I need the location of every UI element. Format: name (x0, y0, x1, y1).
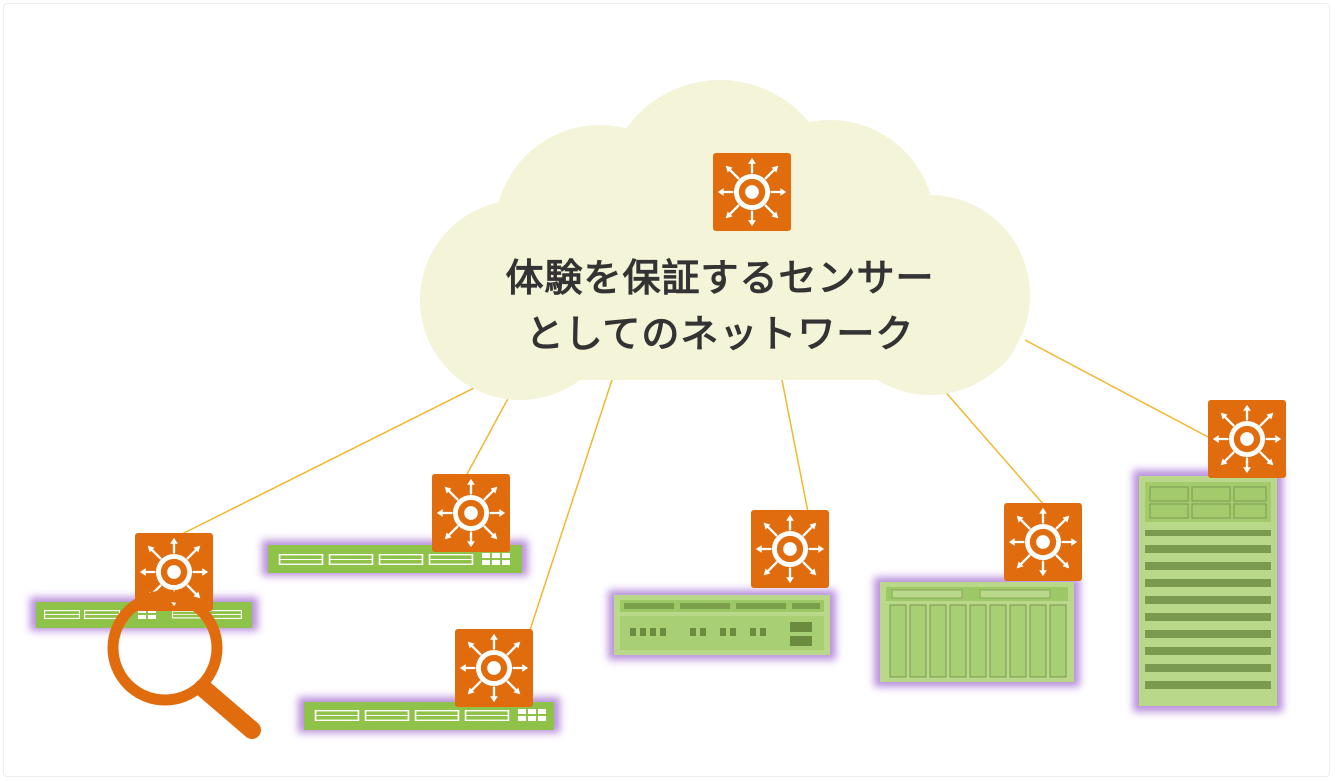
chassis-device-f (1133, 470, 1283, 712)
network-switch-icon (1208, 400, 1286, 478)
chassis-device-e (874, 577, 1080, 687)
connector-line (934, 379, 1045, 506)
network-switch-icon (713, 153, 791, 231)
network-switch-icon (455, 629, 533, 707)
chassis-device-d (608, 590, 836, 660)
cloud-title-line2: としてのネットワーク (525, 312, 915, 356)
cloud-title-line1: 体験を保証するセンサー (505, 256, 935, 300)
magnifier-icon (107, 590, 261, 739)
connector-line (529, 379, 613, 631)
network-switch-icon (1004, 503, 1082, 581)
network-switch-icon (432, 474, 510, 552)
network-switch-icon (751, 510, 829, 588)
connector-line (1024, 339, 1211, 439)
connector-line (781, 379, 809, 513)
connector-line (169, 379, 491, 541)
canvas-frame (3, 3, 1330, 777)
cloud-title: 体験を保証するセンサー としてのネットワーク (400, 250, 1040, 362)
connector-lines (169, 339, 1211, 631)
